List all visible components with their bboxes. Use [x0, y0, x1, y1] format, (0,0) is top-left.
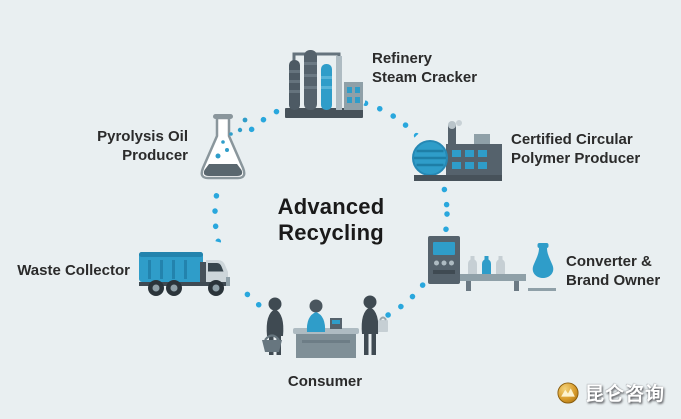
refinery-label-line2: Steam Cracker — [372, 69, 478, 86]
converter-brand-owner-label: Converter & Brand Owner — [566, 252, 660, 290]
diagram-title-line2: Recycling — [278, 220, 384, 245]
certified-label-line2: Polymer Producer — [511, 150, 641, 167]
diagram-title: Advanced Recycling — [231, 194, 431, 246]
garbage-truck-icon — [136, 240, 250, 302]
watermark-text: 昆仑咨询 — [584, 384, 665, 405]
refinery-steam-cracker-icon — [283, 46, 365, 124]
certified-label-line1: Certified Circular — [511, 131, 633, 148]
consumer-label-line1: Consumer — [287, 373, 363, 390]
refinery-steam-cracker-label: Refinery Steam Cracker — [372, 49, 477, 87]
waste-collector-label: Waste Collector — [4, 261, 130, 280]
gold-emblem-icon — [557, 381, 579, 404]
converter-label-line1: Converter & — [566, 253, 652, 270]
diagram-title-line1: Advanced — [277, 194, 385, 219]
watermark: 昆仑咨询 — [557, 379, 665, 406]
pyrolysis-label-line1: Pyrolysis Oil — [97, 128, 188, 145]
shoppers-icon — [260, 290, 390, 370]
consumer-label: Consumer — [260, 372, 390, 391]
converter-label-line2: Brand Owner — [566, 272, 661, 289]
waste-label-line1: Waste Collector — [17, 262, 130, 279]
refinery-label-line1: Refinery — [372, 50, 433, 67]
pyrolysis-label-line2: Producer — [122, 147, 188, 164]
polymer-factory-icon — [412, 120, 504, 184]
bottling-machine-icon — [424, 230, 558, 296]
pyrolysis-flask-icon — [196, 110, 250, 190]
pyrolysis-oil-producer-label: Pyrolysis Oil Producer — [40, 127, 188, 165]
certified-circular-polymer-producer-label: Certified Circular Polymer Producer — [511, 130, 640, 168]
